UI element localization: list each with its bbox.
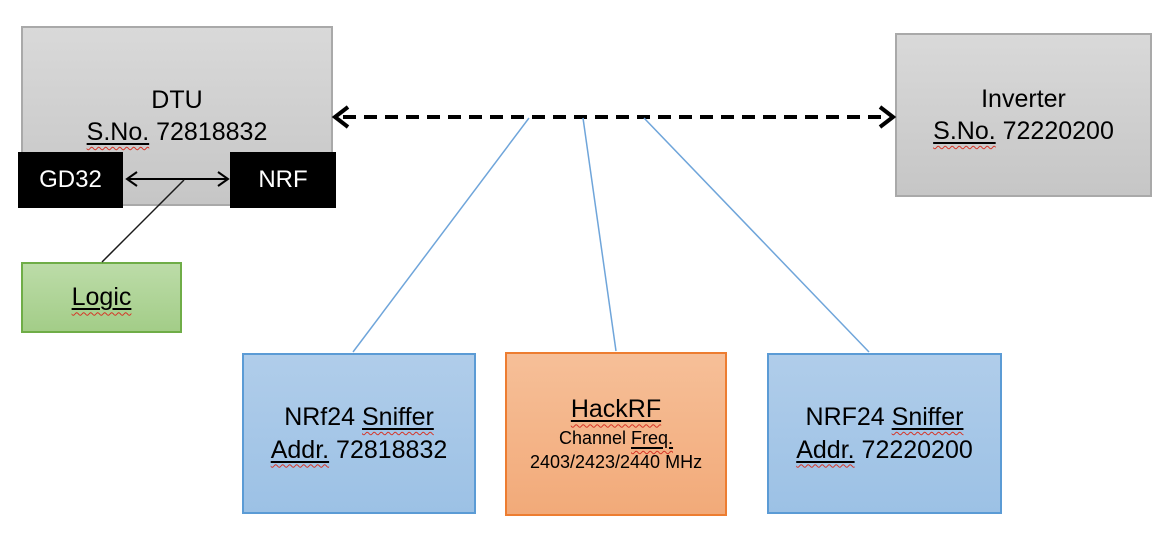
logic-label: Logic — [71, 283, 132, 312]
hackrf-freq-prefix: Channel — [558, 427, 632, 448]
sniffer-left-box: NRf24 Sniffer Addr. 72818832 — [242, 353, 476, 514]
sniffer-right-name-wrap: Sniffer — [892, 403, 964, 431]
inverter-title: Inverter — [981, 84, 1066, 113]
sniffer-left-addr-line: Addr. 72818832 — [271, 434, 448, 467]
sniffer-right-name-word: Sniffer — [891, 403, 964, 431]
dashed-arrowhead-right-icon — [878, 105, 897, 129]
sniffer-right-addr-label-wrap: Addr. — [796, 436, 854, 464]
dtu-serial-line: S.No. 72818832 — [87, 116, 268, 149]
hackrf-title-line: HackRF — [571, 393, 661, 426]
inverter-sno-label-wrap: S.No. — [933, 117, 996, 145]
gd32-chip-label: GD32 — [39, 166, 102, 193]
sniffer-right-addr-label: Addr. — [796, 435, 855, 464]
inverter-box: Inverter S.No. 72220200 — [895, 33, 1152, 197]
sniffer-right-name-line: NRF24 Sniffer — [806, 401, 964, 434]
nrf-chip: NRF — [230, 152, 336, 208]
inverter-serial-line: S.No. 72220200 — [933, 115, 1114, 148]
sniffer-left-name-word: Sniffer — [362, 403, 434, 431]
sniffer-right-addr-line: Addr. 72220200 — [796, 434, 973, 467]
hackrf-freq-label-line: Channel Freq. — [559, 426, 673, 450]
sniffer-right-addr-number: 72220200 — [854, 435, 973, 464]
nrf-chip-label: NRF — [258, 166, 308, 193]
dtu-sno-label-wrap: S.No. — [87, 118, 150, 146]
hackrf-title: HackRF — [570, 395, 662, 424]
hackrf-title-wrap: HackRF — [571, 395, 661, 423]
dtu-sno-label: S.No. — [86, 118, 150, 146]
sniffer-left-name-line: NRf24 Sniffer — [284, 401, 434, 434]
hackrf-freq-values: 2403/2423/2440 MHz — [529, 452, 703, 473]
inverter-sno-label: S.No. — [933, 117, 996, 145]
hackrf-freq-word: Freq. — [631, 427, 674, 448]
logic-box: Logic — [21, 262, 182, 333]
sniffer-left-addr-number: 72818832 — [329, 435, 448, 464]
sniffer-left-addr-label: Addr. — [270, 435, 330, 464]
sniffer-left-addr-label-wrap: Addr. — [271, 436, 329, 464]
link-to-sniffer-left-line — [352, 117, 530, 353]
logic-label-line: Logic — [72, 281, 132, 314]
link-to-hackrf-line — [582, 117, 617, 352]
sniffer-left-name-wrap: Sniffer — [362, 403, 434, 431]
dtu-serial-number: 72818832 — [149, 118, 268, 146]
logic-label-wrap: Logic — [72, 283, 132, 311]
gd32-chip: GD32 — [18, 152, 123, 208]
dtu-title: DTU — [151, 85, 203, 114]
hackrf-freq-word-wrap: Freq. — [631, 428, 673, 448]
dashed-arrowhead-left-icon — [331, 105, 350, 129]
sniffer-right-name-prefix: NRF24 — [805, 403, 892, 431]
inverter-serial-number: 72220200 — [995, 117, 1114, 145]
link-to-sniffer-right-line — [643, 117, 870, 353]
hackrf-box: HackRF Channel Freq. 2403/2423/2440 MHz — [505, 352, 727, 516]
sniffer-right-box: NRF24 Sniffer Addr. 72220200 — [767, 353, 1002, 514]
sniffer-left-name-prefix: NRf24 — [284, 403, 362, 431]
